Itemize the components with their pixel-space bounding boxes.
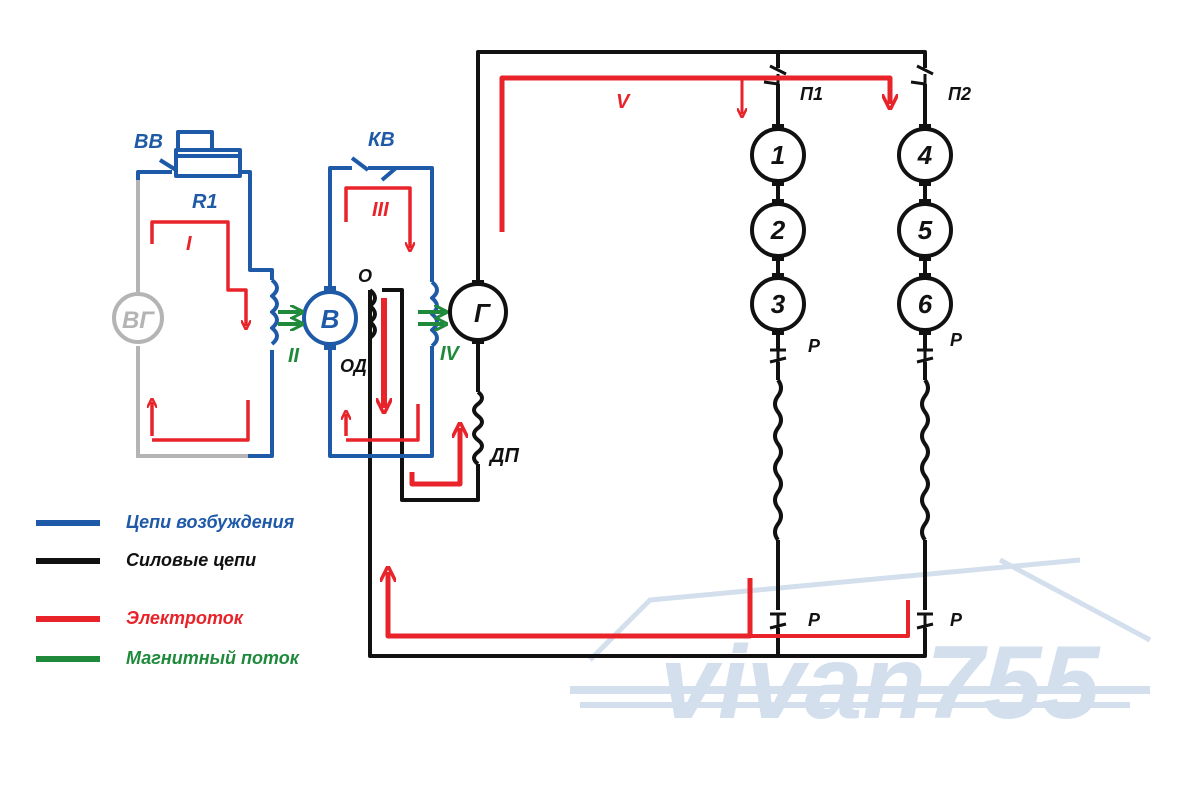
current-paths [152,75,910,639]
machine-g-label: Г [474,298,491,328]
legend-excitation: Цепи возбуждения [36,508,356,538]
label-p-a: Р [808,336,821,356]
contact-p2 [910,64,934,86]
machine-v-label: В [321,304,340,334]
legend-swatch-current [36,616,100,622]
label-kv: КВ [368,129,395,151]
legend-swatch-excitation [36,520,100,526]
motors [750,127,953,332]
legend-text-power: Силовые цепи [126,550,257,570]
legend-flux: Магнитный поток [36,644,356,674]
label-p-d: Р [950,610,963,630]
motor-3-label: 3 [771,289,786,319]
motor-4-label: 4 [917,140,933,170]
label-vv: ВВ [134,131,163,153]
legend-power: Силовые цепи [36,546,356,576]
label-roman-2: II [288,345,300,367]
label-o: О [358,266,372,286]
label-p-b: Р [950,330,963,350]
motor-brushes [772,124,931,335]
label-p2: П2 [948,84,971,104]
excitation-circuits [136,130,439,458]
motor-6-label: 6 [918,289,933,319]
legend-current: Электроток [36,604,356,634]
label-r1: R1 [192,191,218,213]
legend-text-excitation: Цепи возбуждения [126,512,295,532]
machine-vg: ВГ [112,180,248,458]
motor-1-label: 1 [771,140,785,170]
contact-p1 [763,64,787,86]
machine-g: Г [448,280,508,344]
label-roman-4: IV [440,343,461,365]
watermark-text: vivan755 [660,625,1102,741]
label-roman-5: V [616,91,631,113]
machine-vg-label: ВГ [122,307,155,334]
watermark: vivan755 [570,557,1152,741]
machine-v: В [302,286,358,350]
legend-swatch-power [36,558,100,564]
motor-2-label: 2 [770,215,786,245]
label-p1: П1 [800,84,823,104]
legend-text-current: Электроток [126,608,243,628]
label-roman-3: III [372,199,389,221]
legend-text-flux: Магнитный поток [126,648,299,668]
motor-5-label: 5 [918,215,933,245]
label-dp: ДП [488,445,519,467]
relay-contacts [769,348,934,630]
magnetic-flux [278,312,444,324]
label-od: ОД [340,356,367,376]
label-p-c: Р [808,610,821,630]
legend-swatch-flux [36,656,100,662]
legend: Цепи возбуждения Силовые цепи Электроток… [36,500,356,680]
label-roman-1: I [186,233,192,255]
